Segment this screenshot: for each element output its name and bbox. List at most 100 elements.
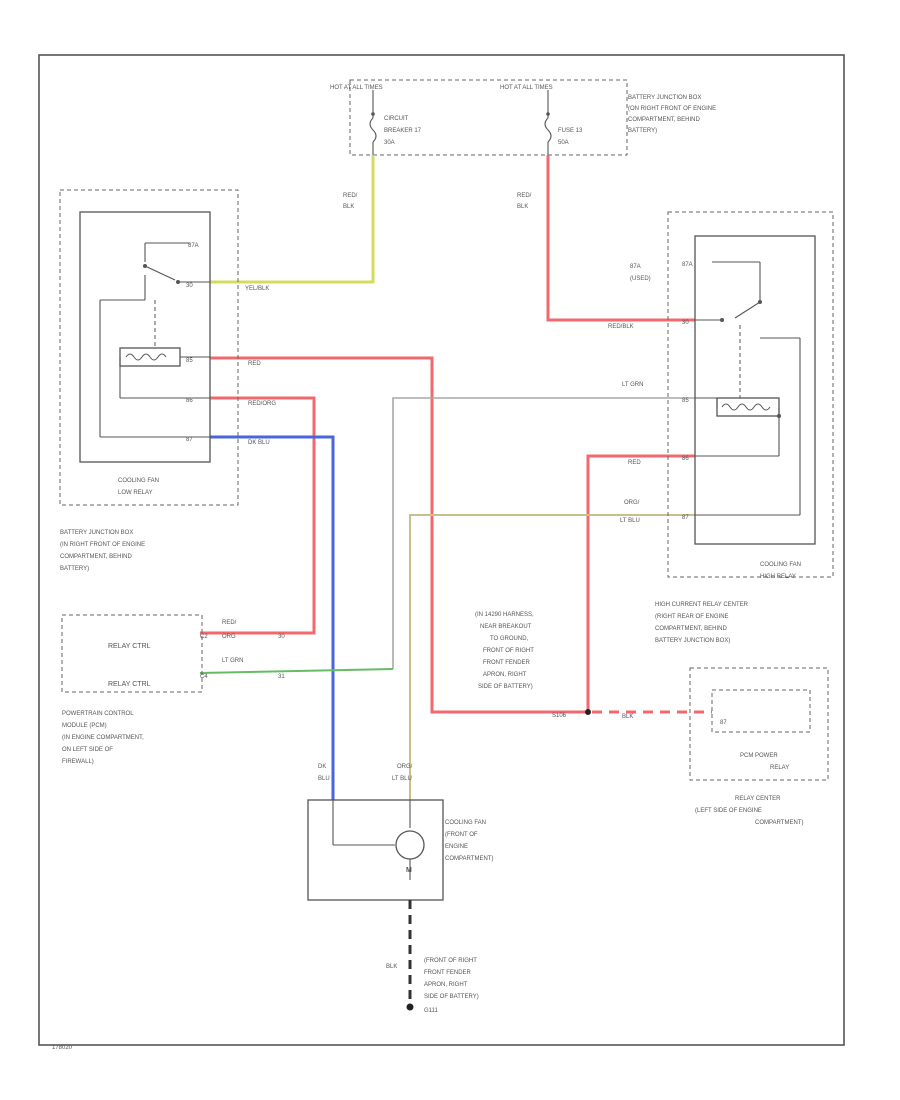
high-relay-loc-2: (RIGHT REAR OF ENGINE [655,614,729,620]
low-relay-inner [79,211,211,463]
low-relay-loc-2: (IN RIGHT FRONT OF ENGINE [60,542,145,548]
splice-dot [585,709,591,715]
wire-label-dk-blu: DK BLU [248,440,270,446]
low-relay: 87A 30 85 86 87 COOLING FAN LOW RELAY BA… [59,189,239,572]
wire-label-red-org-pcm-1: RED/ [222,620,237,626]
wire-label-red-org: RED/ORG [248,401,276,407]
breaker-label-1: CIRCUIT [384,116,409,122]
wire-label-dk-fan-1: DK [318,764,326,770]
high-relay-loc-1: HIGH CURRENT RELAY CENTER [655,602,749,608]
wire-label-red-blk-h: RED/BLK [608,324,634,330]
motor-m-label: M [406,867,412,874]
low-relay-name-2: LOW RELAY [118,490,153,496]
wire-label-org-lt-blu-2: LT BLU [620,518,640,524]
fan-motor-label-2: (FRONT OF [445,832,478,838]
high-pin-85: 85 [682,398,689,404]
wire-dk-blu [210,435,335,800]
pcm-loc-5: FIREWALL) [62,759,94,765]
high-pin-30: 30 [682,320,689,326]
high-relay-inner [694,235,816,545]
fan-motor-label-3: ENGINE [445,844,468,850]
fuse-label-1: FUSE 13 [558,128,583,134]
power-label-left: HOT AT ALL TIMES [330,85,383,91]
high-relay-loc-3: COMPARTMENT, BEHIND [655,626,727,632]
high-pin-87a: 87A [682,262,693,268]
splice-id: S106 [552,713,567,719]
fan-motor-box [307,799,444,901]
low-relay-outer [59,189,239,506]
splice-label-3: TO GROUND, [490,636,529,642]
pcm-power-relay-outer [689,667,829,781]
low-pin-30: 30 [186,283,193,289]
power-label-right: HOT AT ALL TIMES [500,85,553,91]
wire-yel-blk [210,155,375,284]
high-pin-86: 86 [682,456,689,462]
pcm-relay-ctrl-1: RELAY CTRL [108,643,151,650]
low-pin-87: 87 [186,437,193,443]
pcm-loc-2: MODULE (PCM) [62,723,107,729]
pcm-power-relay-pin: 87 [720,720,727,726]
diagram-id: 178020 [52,1045,73,1051]
splice-label-6: APRON, RIGHT [483,672,527,678]
high-relay-name-1: COOLING FAN [760,562,801,568]
high-relay-name-2: HIGH RELAY [760,574,796,580]
bjb-top-loc-1: BATTERY JUNCTION BOX [628,95,701,101]
wire-label-blk-ground: BLK [386,964,397,970]
bjb-top: HOT AT ALL TIMES HOT AT ALL TIMES CIRCUI… [330,79,716,156]
breaker-label-2: BREAKER 17 [384,128,422,134]
high-unused-2: (USED) [630,276,651,282]
pcm-pin-c4: C4 [200,674,208,680]
bjb-top-loc-2: (ON RIGHT FRONT OF ENGINE [628,106,716,112]
ground-dot [406,1003,414,1011]
low-relay-loc-1: BATTERY JUNCTION BOX [60,530,133,536]
ground: BLK (FRONT OF RIGHT FRONT FENDER APRON, … [386,900,479,1014]
low-pin-85: 85 [186,358,193,364]
low-pin-86: 86 [186,398,193,404]
wire-label-red-blk-2a: RED/ [517,193,532,199]
pcm-loc-3: (IN ENGINE COMPARTMENT, [62,735,144,741]
breaker-label-3: 30A [384,140,395,146]
wire-red [210,356,588,714]
bjb-top-loc-4: BATTERY) [628,128,657,134]
fuse-label-2: 50A [558,140,569,146]
low-relay-name-1: COOLING FAN [118,478,159,484]
pcm-loc-4: ON LEFT SIDE OF [62,747,113,753]
wire-lt-grn-pcm [199,668,394,674]
wire-label-org-lt-blu-1: ORG/ [624,500,640,506]
splice-label-1: (IN 14290 HARNESS, [475,612,534,618]
wire-red-org [200,396,316,635]
wire-label-red-blk-1b: BLK [343,204,354,210]
motor-icon [395,830,425,860]
fan-motor-label-4: COMPARTMENT) [445,856,493,862]
splice-label-7: SIDE OF BATTERY) [478,684,533,690]
high-unused-1: 87A [630,264,641,270]
bjb-top-box [349,79,628,156]
pcm-relay-ctrl-2: RELAY CTRL [108,681,151,688]
pcm-power-relay-name-1: PCM POWER [740,753,778,759]
wire-label-dk-fan-2: BLU [318,776,330,782]
ground-label-4: SIDE OF BATTERY) [424,994,479,1000]
pcm-power-relay-loc-3: COMPARTMENT) [755,820,803,826]
ground-label-1: (FRONT OF RIGHT [424,958,477,964]
splice-label-5: FRONT FENDER [483,660,531,666]
wire-lt-grn [392,397,695,669]
pcm-power-relay-loc-2: (LEFT SIDE OF ENGINE [695,808,762,814]
ground-label-2: FRONT FENDER [424,970,472,976]
wire-label-red-r: RED [628,460,641,466]
high-relay-loc-4: BATTERY JUNCTION BOX) [655,638,730,644]
wire-label-red: RED [248,361,261,367]
fan-motor: DK BLU ORG/ LT BLU M COOLING FAN (FRONT … [307,764,493,901]
wire-label-red-blk-1a: RED/ [343,193,358,199]
wire-label-org-fan-2: LT BLU [392,776,412,782]
high-pin-87: 87 [682,515,689,521]
low-relay-loc-3: COMPARTMENT, BEHIND [60,554,132,560]
pcm-loc-1: POWERTRAIN CONTROL [62,711,134,717]
low-relay-loc-4: BATTERY) [60,566,89,572]
pcm-power-relay: 87 PCM POWER RELAY RELAY CENTER (LEFT SI… [689,667,829,826]
wire-label-red-org-pcm-2: ORG [222,634,236,640]
pcm: RELAY CTRL RELAY CTRL C2 30 C4 31 RED/ O… [61,614,285,765]
pcm-pin-c2: C2 [200,634,208,640]
wire-label-org-fan-1: ORG/ [397,764,413,770]
pcm-pin-30: 30 [278,634,285,640]
